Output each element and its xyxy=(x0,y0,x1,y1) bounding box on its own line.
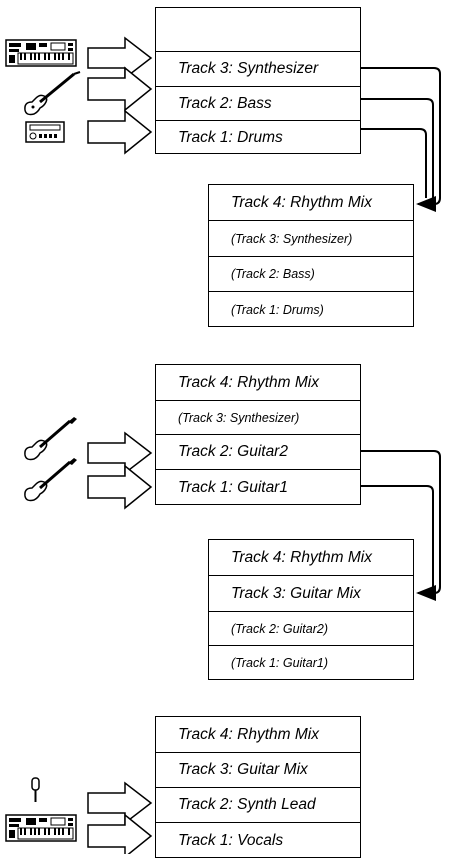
track-table-section1-source: Track 3: Synthesizer Track 2: Bass Track… xyxy=(155,7,361,154)
keyboard-synth-icon xyxy=(5,814,77,842)
electric-guitar-icon xyxy=(24,417,77,461)
microphone-icon xyxy=(31,777,40,802)
input-arrow xyxy=(87,66,153,112)
track-table-section3-source: Track 4: Rhythm Mix Track 3: Guitar Mix … xyxy=(155,716,361,858)
bounce-connector xyxy=(360,450,441,601)
track-row: (Track 2: Bass) xyxy=(209,257,413,292)
track-row: Track 1: Guitar1 xyxy=(178,478,288,496)
track-row: Track 4: Rhythm Mix xyxy=(209,540,413,576)
bounce-connector xyxy=(360,128,427,198)
track-row: Track 3: Guitar Mix xyxy=(156,753,360,788)
track-table-section1-result: Track 4: Rhythm Mix (Track 3: Synthesize… xyxy=(208,184,414,327)
drum-machine-icon xyxy=(25,121,65,143)
track-row: (Track 1: Drums) xyxy=(231,302,324,317)
input-arrow xyxy=(87,813,153,854)
bounce-connector xyxy=(360,67,441,212)
track-row: Track 2: Guitar2 xyxy=(156,435,360,470)
track-table-section2-source: Track 4: Rhythm Mix (Track 3: Synthesize… xyxy=(155,364,361,505)
track-row: Track 3: Guitar Mix xyxy=(209,576,413,612)
track-row xyxy=(156,8,360,52)
input-arrow xyxy=(87,36,153,80)
track-row: Track 1: Drums xyxy=(178,128,283,146)
track-row: (Track 1: Guitar1) xyxy=(231,656,329,670)
track-row: (Track 3: Synthesizer) xyxy=(156,401,360,435)
track-row: Track 2: Bass xyxy=(156,87,360,121)
track-row: (Track 2: Guitar2) xyxy=(209,612,413,646)
track-row: (Track 3: Synthesizer) xyxy=(209,221,413,257)
track-row: Track 4: Rhythm Mix xyxy=(209,185,413,221)
bounce-connector xyxy=(360,485,434,587)
electric-bass-icon xyxy=(24,71,81,116)
input-arrow xyxy=(87,109,153,155)
electric-guitar-icon xyxy=(24,458,77,502)
track-row: Track 2: Synth Lead xyxy=(156,788,360,823)
keyboard-synth-icon xyxy=(5,39,77,67)
track-row: Track 3: Synthesizer xyxy=(156,52,360,87)
track-row: Track 4: Rhythm Mix xyxy=(156,365,360,401)
track-row: Track 1: Vocals xyxy=(178,832,284,849)
input-arrow xyxy=(87,781,153,825)
track-table-section2-result: Track 4: Rhythm Mix Track 3: Guitar Mix … xyxy=(208,539,414,680)
input-arrow xyxy=(87,464,153,510)
input-arrow xyxy=(87,431,153,475)
bounce-connector xyxy=(360,98,434,198)
track-row: Track 4: Rhythm Mix xyxy=(156,717,360,753)
